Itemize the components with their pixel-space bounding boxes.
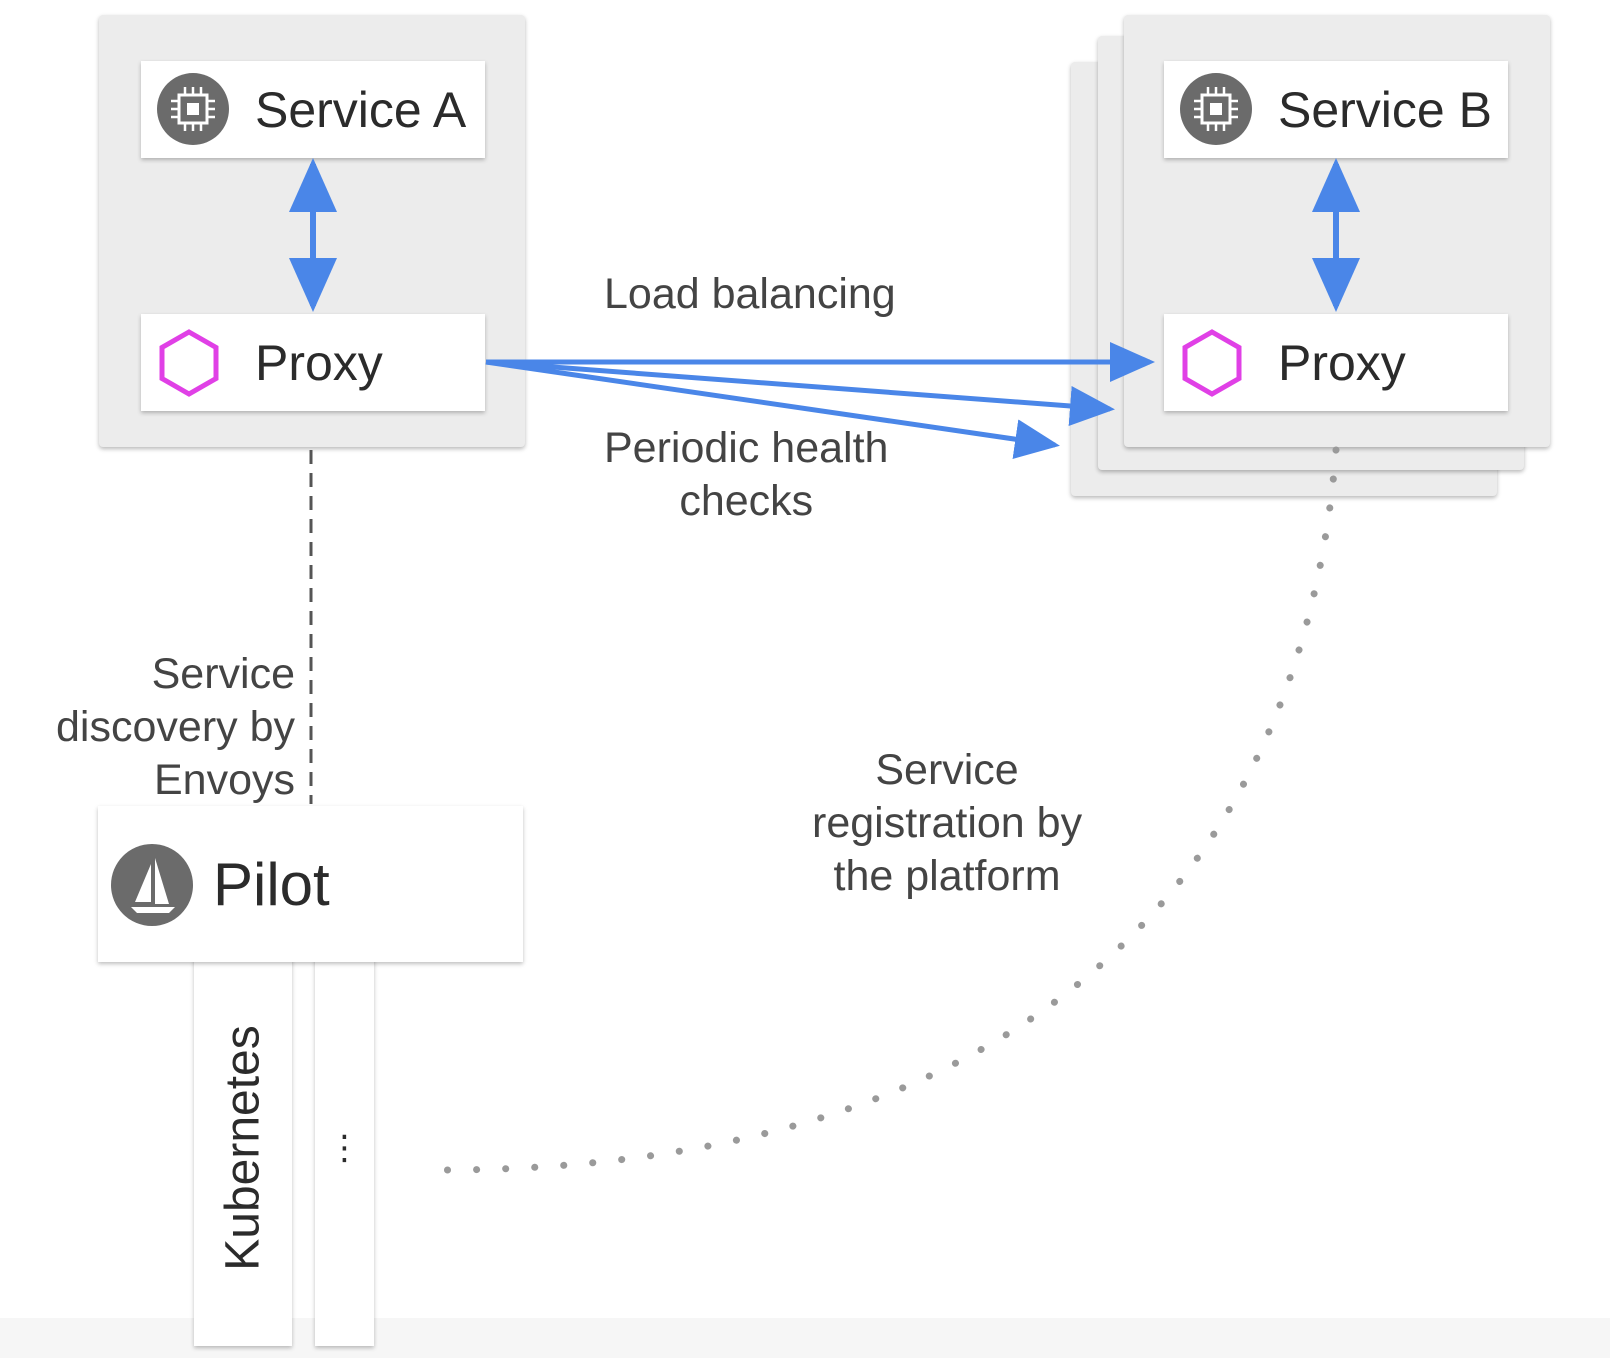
sailboat-icon <box>111 844 193 926</box>
service-b-card: Service B <box>1164 61 1508 158</box>
proxy-a-label: Proxy <box>255 334 383 391</box>
hexagon-icon <box>1182 329 1242 397</box>
service-b-label: Service B <box>1278 81 1492 138</box>
service-discovery-line-2: discovery by <box>56 703 295 751</box>
health-checks-line-2: checks <box>679 477 814 525</box>
service-registration-line-3: the platform <box>833 852 1061 900</box>
service-a-label: Service A <box>255 81 467 138</box>
more-adapters: ⋮ <box>315 950 374 1346</box>
service-discovery-label: Service discovery by Envoys <box>56 648 295 807</box>
more-adapters-ellipsis: ⋮ <box>327 1129 362 1167</box>
pilot-label: Pilot <box>213 850 330 918</box>
pilot-card: Pilot <box>98 806 523 962</box>
service-registration-line-1: Service <box>875 746 1019 794</box>
health-check-arrow-1 <box>485 359 1115 426</box>
health-checks-label: Periodic health checks <box>604 422 888 528</box>
service-discovery-line-3: Envoys <box>153 756 295 804</box>
service-registration-label: Service registration by the platform <box>812 744 1082 903</box>
service-a-card: Service A <box>141 61 485 158</box>
load-balancing-label: Load balancing <box>604 270 896 318</box>
service-discovery-line-1: Service <box>151 650 295 698</box>
hexagon-icon <box>159 329 219 397</box>
service-registration-line-2: registration by <box>812 799 1083 847</box>
proxy-a-card: Proxy <box>141 314 485 411</box>
proxy-b-label: Proxy <box>1278 334 1406 391</box>
chip-icon <box>1180 73 1252 145</box>
kubernetes-adapter: Kubernetes <box>194 950 292 1346</box>
kubernetes-label: Kubernetes <box>216 1025 270 1271</box>
chip-icon <box>157 73 229 145</box>
health-checks-line-1: Periodic health <box>604 424 889 472</box>
proxy-b-card: Proxy <box>1164 314 1508 411</box>
